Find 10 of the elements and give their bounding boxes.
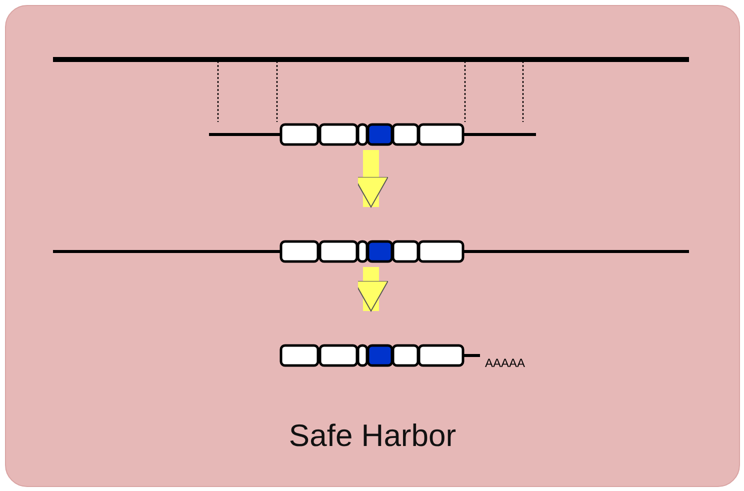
dotted-guide-line [217,61,219,122]
poly-a-tail-label: AAAAA [485,356,526,370]
gene-construct-drawing [209,123,536,146]
dotted-guide-line [522,61,524,122]
gene-construct-drawing [53,240,689,263]
dotted-guide-line [464,61,466,122]
dotted-guide-line [276,61,278,122]
gene-construct-drawing [280,344,480,367]
panel-title: Safe Harbor [288,418,458,454]
panel-background [5,5,740,487]
